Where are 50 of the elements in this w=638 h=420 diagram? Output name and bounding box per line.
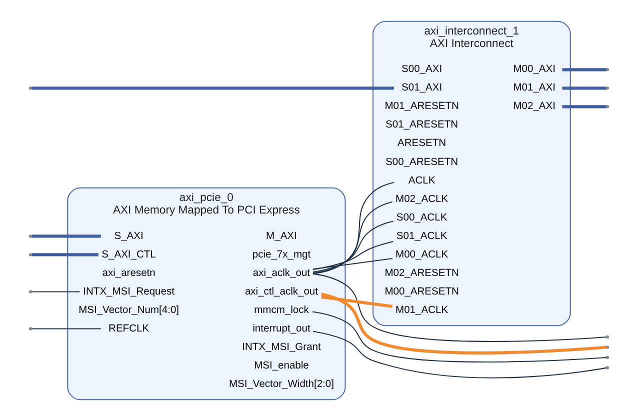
node-text: MSI_Vector_Width[2:0] (228, 378, 334, 390)
connector (32, 290, 80, 292)
node-text: pcie_7x_mgt (252, 248, 311, 260)
connector (562, 86, 606, 90)
node-text: S01_ACLK (396, 230, 448, 242)
connector (312, 200, 392, 274)
connector (312, 240, 394, 270)
connector (321, 294, 392, 308)
connector (312, 272, 606, 342)
node-text: interrupt_out (252, 322, 310, 334)
node-text: S_AXI (114, 230, 144, 242)
connector (320, 292, 606, 354)
node-text: axi_ctl_aclk_out (244, 286, 318, 297)
connector (312, 310, 606, 362)
connector (312, 181, 394, 274)
node-text: M01_ACLK (396, 304, 448, 316)
connector (312, 330, 606, 378)
node-text: M02_ACLK (396, 193, 448, 204)
node-text: axi_aresetn (102, 267, 156, 278)
node-text: S00_AXI (402, 64, 442, 75)
node-text: M02_AXI (513, 100, 556, 112)
node-text: M00_ACLK (396, 248, 448, 260)
node-text: INTX_MSI_Request (83, 286, 174, 297)
node-text: M01_ARESETN (384, 100, 459, 112)
connector (312, 220, 394, 272)
node-text: axi_aclk_out (252, 267, 310, 278)
node-text: mmcm_lock (254, 304, 309, 316)
node-text: S00_ARESETN (386, 156, 458, 168)
connector (32, 86, 394, 90)
node-text: M02_ARESETN (384, 267, 459, 278)
connector (312, 258, 392, 270)
connector (562, 68, 606, 71)
node-text: MSI_enable (254, 360, 309, 371)
connector (32, 328, 101, 329)
node-text: REFCLK (108, 322, 150, 334)
node-text: M01_AXI (513, 82, 556, 94)
node-text: S01_AXI (402, 82, 442, 94)
node-text: M00_AXI (513, 64, 556, 75)
node-text: ARESETN (398, 138, 446, 149)
node-text: MSI_Vector_Num[4:0] (78, 304, 180, 316)
node-text: M00_ARESETN (384, 286, 459, 297)
node-text: S01_ARESETN (386, 119, 458, 130)
node-text: INTX_MSI_Grant (242, 341, 321, 352)
connector (562, 104, 606, 108)
node-text: ACLK (408, 174, 436, 186)
connector (32, 252, 98, 256)
node-text: S_AXI_CTL (102, 248, 156, 260)
node-text: M_AXI (266, 230, 297, 242)
connector (32, 234, 101, 238)
node-text: S00_ACLK (396, 212, 448, 223)
